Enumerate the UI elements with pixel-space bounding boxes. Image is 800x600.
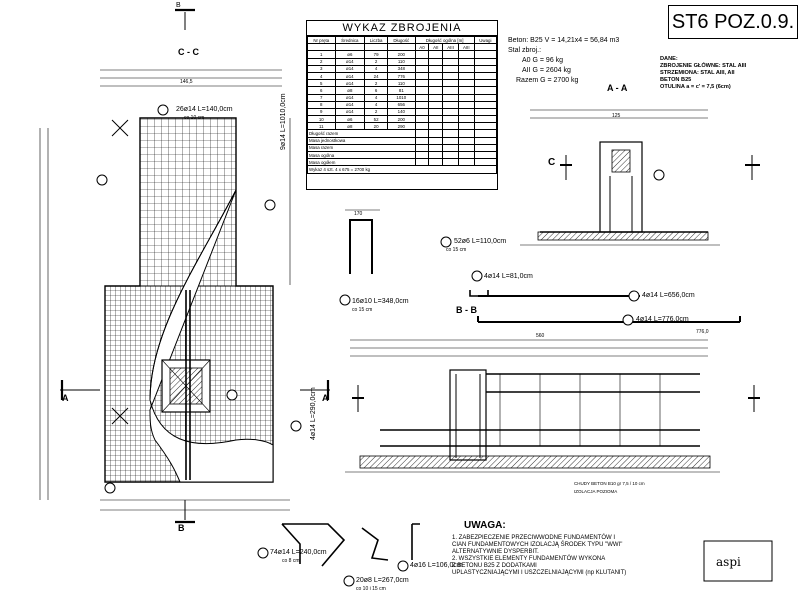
company-logo	[703, 540, 773, 582]
bar-label-1: 26ø14 L=140,0cm	[176, 106, 233, 113]
bar-label-8: 4ø14 L=290,0cm	[310, 387, 317, 440]
bar-label-2: 9ø14 L=1010,0cm	[280, 93, 287, 150]
dim-146: 146,5	[180, 79, 193, 85]
schedule-cell	[473, 50, 498, 59]
bar-spacing-4: co 15 cm	[352, 307, 373, 313]
bar-label-7: 4ø14 L=776,0cm	[636, 316, 689, 323]
plan-view	[39, 8, 330, 524]
bar-spacing-1: co 10 cm	[184, 115, 205, 121]
steel-a0: A0 G = 96 kg	[522, 57, 564, 64]
dim-170: 170	[354, 211, 363, 217]
note-1c: ALTERNATYWNIE DYSPERBIT.	[452, 549, 539, 555]
section-aa-title: A - A	[607, 83, 628, 93]
quantity-summary: Beton: B25 V = 14,21x4 = 56,84 m3 Stal z…	[508, 36, 619, 86]
note-2c: UPLASTYCZNIAJĄCYMI I USZCZELNIAJĄCYMI (n…	[452, 570, 627, 576]
reinforcement-schedule: WYKAZ ZBROJENIA Nr pręta Średnica Liczba…	[306, 20, 498, 190]
bar-markers	[96, 104, 665, 587]
dim-560: 560	[536, 333, 545, 339]
dim-776: 776,0	[696, 329, 709, 335]
notes-block: UWAGA: 1. ZABEZPIECZENIE PRZECIWWODNE FU…	[452, 520, 627, 577]
lean-concrete-note: CHUDY BETON B10 gr 7,5 / 10 cm	[574, 481, 645, 486]
note-2b: Z BETONU B25 Z DODATKAMI	[452, 563, 537, 569]
section-a-left: A	[62, 393, 69, 403]
section-bb-title: B - B	[456, 305, 477, 315]
bar-spacing-3: co 15 cm	[446, 247, 467, 253]
bar-label-5: 4ø14 L=81,0cm	[484, 273, 533, 280]
col-header: Liczba	[364, 35, 389, 45]
steel-total: Razem G = 2700 kg	[516, 77, 579, 84]
materials-l2: ZBROJENIE GŁÓWNE: STAL AIII	[660, 63, 747, 69]
section-aa	[520, 109, 760, 246]
schedule-table: Nr pręta Średnica Liczba Długość Długość…	[307, 35, 498, 174]
notes-heading: UWAGA:	[464, 520, 506, 531]
section-cc-title: C - C	[178, 47, 199, 57]
section-bb	[345, 339, 760, 473]
note-1b: CIAN FUNDAMENTOWYCH IZOLACJĄ ŚRODEK TYPU…	[452, 542, 623, 548]
materials-l5: OTULINA a = c' = 7,5 (6cm)	[660, 84, 731, 90]
dim-125: 125	[612, 113, 621, 119]
section-a-right: A	[322, 393, 329, 403]
bar-label-6: 4ø14 L=656,0cm	[642, 292, 695, 299]
bar-spacing-10: co 10 i 15 cm	[356, 586, 386, 592]
col-header: Uwagi	[473, 35, 498, 45]
schedule-summary: Wykaz 4 szt. 4 x 675 = 2700 kg	[307, 165, 497, 174]
schedule-cell: 79	[364, 50, 389, 59]
schedule-heading: WYKAZ ZBROJENIA	[307, 21, 497, 36]
note-1a: 1. ZABEZPIECZENIE PRZECIWWODNE FUNDAMENT…	[452, 535, 616, 541]
note-2a: 2. WSZYSTKIE ELEMENTY FUNDAMENTÓW WYKONA	[452, 556, 606, 562]
materials-note: DANE: ZBROJENIE GŁÓWNE: STAL AIII STRZEM…	[660, 56, 746, 91]
insulation-note: IZOLACJA POZIOMA	[574, 489, 618, 494]
steel-aii: AII G = 2604 kg	[522, 67, 571, 74]
bar-label-4: 16ø10 L=348,0cm	[352, 298, 409, 305]
bar-label-11: 4ø16 L=106,0cm	[410, 562, 463, 569]
concrete-line: Beton: B25 V = 14,21x4 = 56,84 m3	[508, 37, 620, 44]
steel-line: Stal zbroj.:	[508, 47, 542, 54]
bar-label-9: 74ø14 L=240,0cm	[270, 549, 327, 556]
bar-label-3: 52ø6 L=110,0cm	[454, 238, 507, 245]
section-b-bottom: B	[178, 523, 185, 533]
materials-l1: DANE:	[660, 56, 678, 62]
bar-label-10: 20ø8 L=267,0cm	[356, 577, 409, 584]
section-b-top: B	[176, 2, 181, 9]
materials-l3: STRZEMIONA: STAL AIII, AII	[660, 70, 735, 76]
bar-spacing-9: co 8 cm	[282, 558, 300, 564]
sheet-title: ST6 POZ.0.9.	[668, 5, 798, 39]
section-c-label: C	[548, 157, 556, 168]
logo-text: aspi	[716, 555, 741, 569]
bar-shapes	[281, 209, 741, 567]
materials-l4: BETON B25	[660, 77, 692, 83]
